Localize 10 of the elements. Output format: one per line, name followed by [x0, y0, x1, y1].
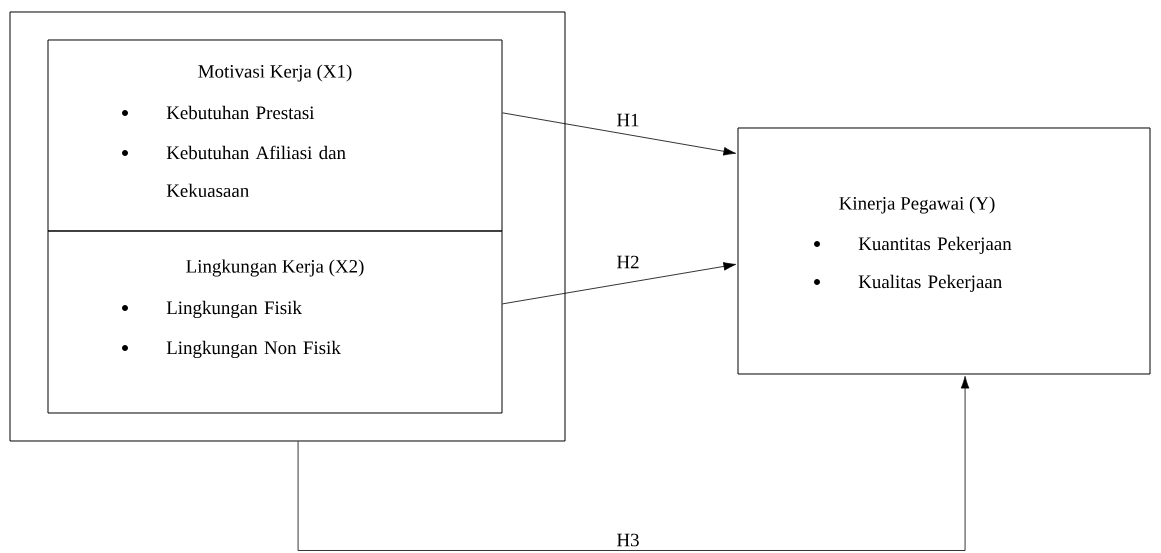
- variable-box: Kinerja Pegawai (Y) Kuantitas Pekerjaan Kualitas Pekerjaan: [737, 127, 1151, 375]
- variable-box: Motivasi Kerja (X1) Kebutuhan Prestasi Kebutuhan Afiliasi dan Kekuasaan: [47, 39, 503, 232]
- frame-box: [9, 11, 566, 442]
- arrow: [297, 376, 970, 551]
- edge-label: H2: [615, 254, 641, 270]
- edge-label: H1: [615, 112, 641, 128]
- variable-box: Lingkungan Kerja (X2) Lingkungan Fisik Lingkungan Non Fisik: [47, 230, 503, 414]
- arrow: [502, 262, 736, 305]
- edge-label: H3: [615, 532, 641, 548]
- arrow: [502, 112, 736, 156]
